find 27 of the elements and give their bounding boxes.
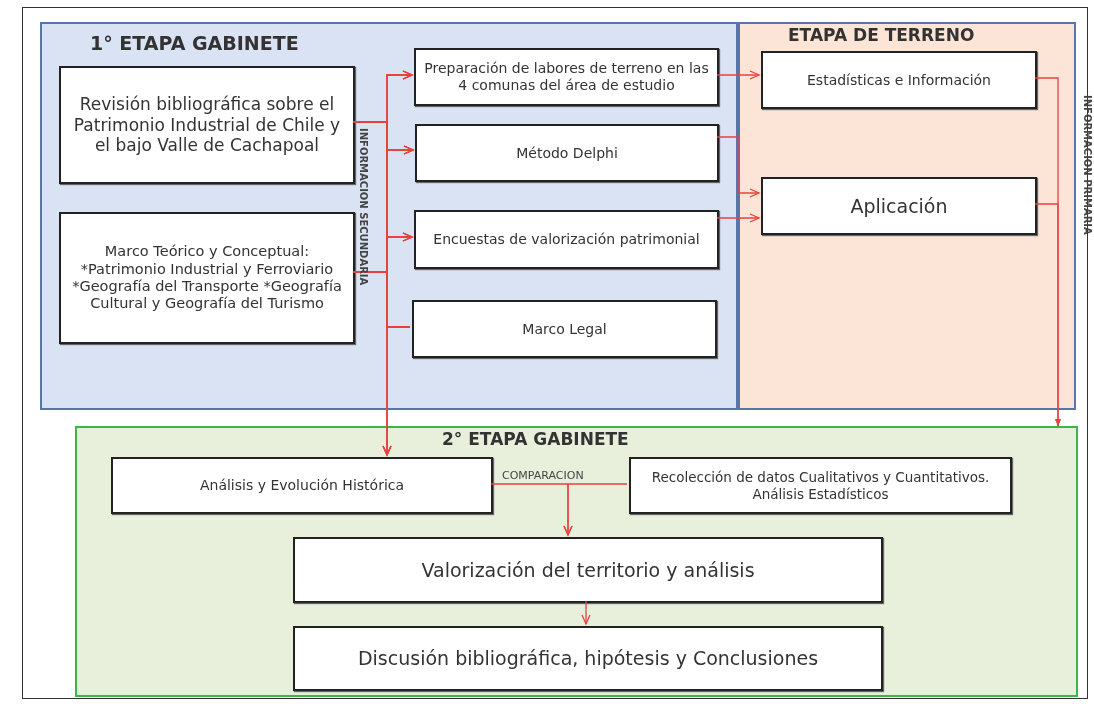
connector-arrow [716,70,760,80]
panel-title: ETAPA DE TERRENO [788,25,975,45]
panel-title: 2° ETAPA GABINETE [442,429,629,449]
stage-panel [40,22,738,410]
connector-arrow [581,600,591,625]
process-box: Marco Teórico y Conceptual: *Patrimonio Industrial y Ferroviario *Geografía del Transporte *Geografía Cultural y Geografía del Turismo [59,212,355,344]
process-box: Preparación de labores de terreno en las 4 comunas del área de estudio [414,48,719,106]
process-box: Análisis y Evolución Histórica [111,457,493,514]
connector-arrow [716,136,760,198]
vertical-label: INFORMACION PRIMARIA [1082,95,1093,235]
edge-label: COMPARACION [500,469,586,482]
process-box: Aplicación [761,177,1037,235]
process-box: Recolección de datos Cualitativos y Cuantitativos. Análisis Estadísticos [629,457,1012,514]
stage-panel [738,22,1076,410]
stage-panel [75,426,1078,697]
process-box: Marco Legal [412,300,717,358]
connector-arrow [563,483,628,536]
process-box: Método Delphi [415,124,719,182]
process-box: Discusión bibliográfica, hipótesis y Conclusiones [293,626,883,691]
process-box: Revisión bibliográfica sobre el Patrimonio Industrial de Chile y el bajo Valle de Cachapoal [59,66,355,184]
process-box: Encuestas de valorización patrimonial [414,210,719,269]
connector-arrow [1034,203,1061,427]
connector-arrow [716,213,760,223]
vertical-label: INFORMACION SECUNDARIA [358,128,369,286]
process-box: Valorización del territorio y análisis [293,537,883,603]
panel-title: 1° ETAPA GABINETE [90,32,299,54]
process-box: Estadísticas e Información [761,51,1037,109]
